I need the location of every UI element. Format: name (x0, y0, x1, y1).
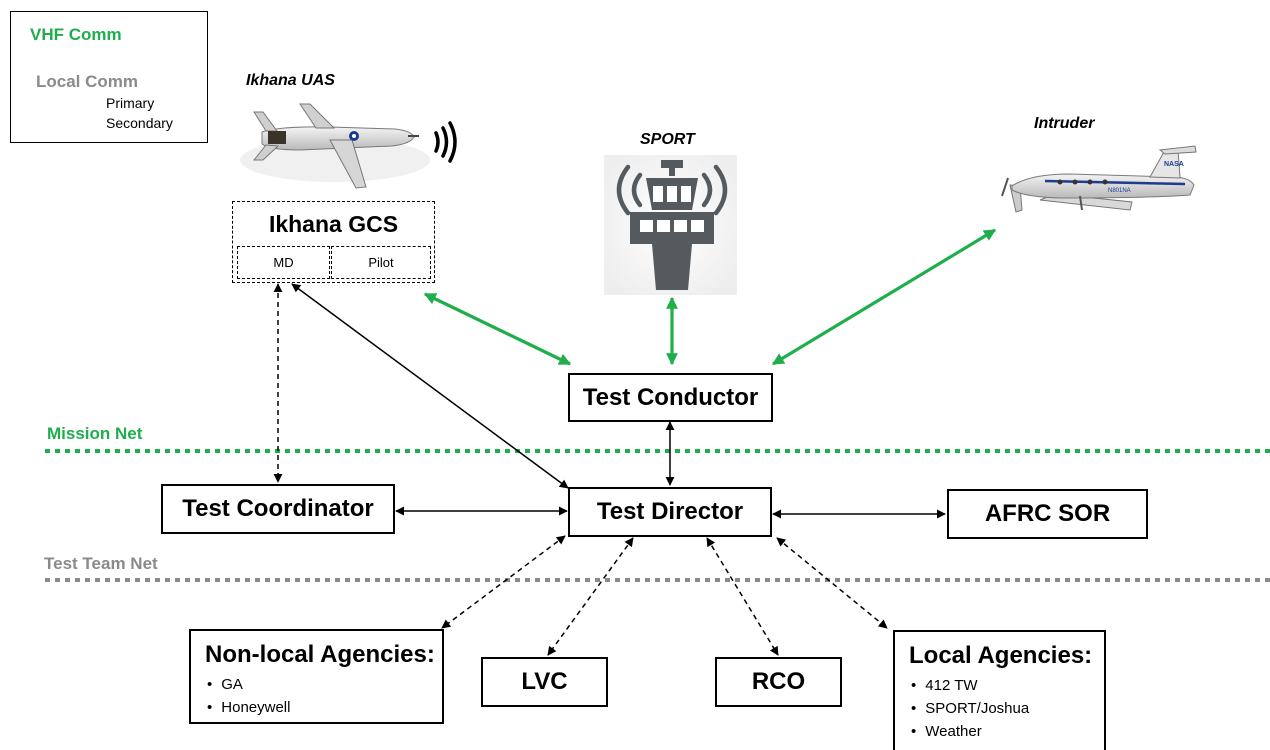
secondary-link-director-nonlocal (441, 535, 566, 629)
legend-vhf-title: VHF Comm (30, 25, 122, 44)
non-local-agencies-list: GA Honeywell (205, 673, 442, 719)
local-agencies-list: 412 TW SPORT/Joshua Weather (909, 674, 1104, 743)
mission-net-label: Mission Net (47, 424, 143, 443)
sport-label: SPORT (640, 131, 695, 148)
radio-waves-icon (434, 121, 457, 163)
gcs-md-box: MD (237, 246, 330, 279)
intruder-reg-text: N801NA (1108, 188, 1131, 194)
test-team-net-label: Test Team Net (44, 554, 158, 573)
list-item: Honeywell (221, 696, 442, 719)
ikhana-uas-label: Ikhana UAS (246, 72, 335, 89)
local-agencies-title: Local Agencies: (909, 642, 1093, 669)
ikhana-uas-image (240, 103, 430, 189)
intruder-tail-text: NASA (1164, 161, 1184, 168)
legend-secondary-label: Secondary (106, 115, 173, 131)
intruder-label: Intruder (1034, 115, 1095, 132)
ikhana-gcs-title: Ikhana GCS (268, 211, 399, 237)
secondary-link-director-lvc (547, 537, 634, 656)
gcs-pilot-box: Pilot (331, 246, 431, 279)
legend-primary-label: Primary (106, 95, 155, 111)
test-director-box: Test Director (568, 487, 772, 537)
test-conductor-box: Test Conductor (568, 373, 773, 422)
intruder-aircraft-image: NASA N801NA (1001, 145, 1197, 213)
legend-local-title: Local Comm (36, 72, 139, 91)
list-item: Weather (925, 720, 1104, 743)
control-tower-icon (604, 155, 737, 295)
list-item: SPORT/Joshua (925, 697, 1104, 720)
non-local-agencies-box: Non-local Agencies: GA Honeywell (189, 629, 444, 724)
secondary-link-director-local (776, 537, 888, 629)
lvc-box: LVC (481, 657, 608, 707)
vhf-link-gcs (423, 292, 572, 366)
rco-box: RCO (715, 657, 842, 707)
non-local-agencies-title: Non-local Agencies: (205, 641, 435, 668)
primary-link-md-director (291, 283, 569, 489)
list-item: GA (221, 673, 442, 696)
test-coordinator-box: Test Coordinator (161, 484, 395, 534)
local-agencies-box: Local Agencies: 412 TW SPORT/Joshua Weat… (893, 630, 1106, 750)
legend: VHF Comm Local Comm Primary Secondary (10, 11, 208, 143)
list-item: 412 TW (925, 674, 1104, 697)
secondary-link-director-rco (706, 537, 779, 656)
vhf-link-intruder (771, 228, 997, 366)
afrc-sor-box: AFRC SOR (947, 489, 1148, 539)
ikhana-gcs-box: Ikhana GCS MD Pilot (232, 201, 435, 283)
